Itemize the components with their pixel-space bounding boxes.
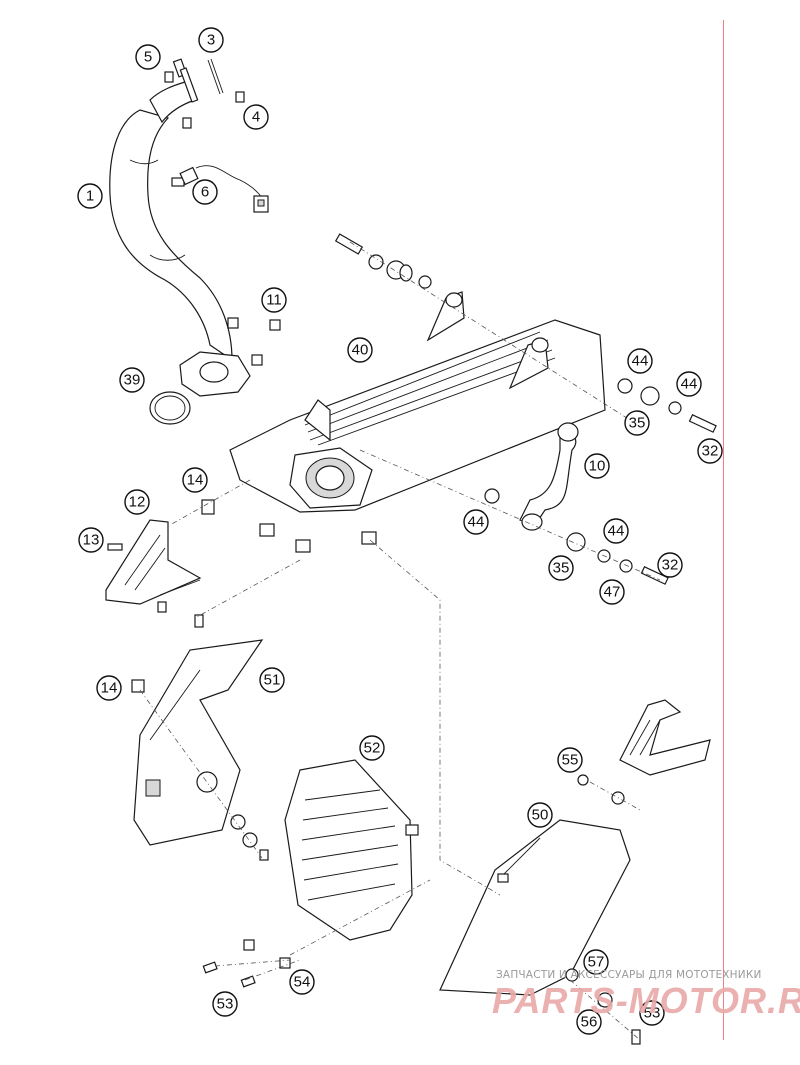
- svg-text:44: 44: [632, 353, 649, 370]
- side-cover-hardware: [230, 814, 269, 861]
- callout-35-b: 35: [548, 555, 574, 581]
- svg-text:44: 44: [608, 523, 625, 540]
- callout-5: 5: [135, 44, 161, 70]
- svg-text:13: 13: [83, 532, 100, 549]
- callout-39: 39: [119, 367, 145, 393]
- svg-text:55: 55: [562, 752, 579, 769]
- svg-text:53: 53: [217, 996, 234, 1013]
- callout-44-c: 44: [463, 509, 489, 535]
- watermark-logo: PARTS-MOTOR.RU: [492, 980, 800, 1021]
- svg-text:35: 35: [629, 415, 646, 432]
- callout-14-a: 14: [182, 467, 208, 493]
- callout-6: 6: [192, 179, 218, 205]
- svg-text:54: 54: [294, 974, 311, 991]
- callout-52: 52: [359, 735, 385, 761]
- callout-labels: 1 3 4 5 6 11 39 40 44 44 35 32 10 44 44 …: [77, 27, 723, 1035]
- svg-text:14: 14: [187, 472, 204, 489]
- svg-text:44: 44: [681, 376, 698, 393]
- lambda-sensor: [171, 165, 269, 213]
- svg-text:32: 32: [702, 443, 719, 460]
- callout-32-a: 32: [697, 438, 723, 464]
- page-edge-rule: [723, 20, 724, 1040]
- callout-47: 47: [599, 579, 625, 605]
- callout-50: 50: [527, 802, 553, 828]
- svg-text:40: 40: [352, 342, 369, 359]
- callout-14-b: 14: [96, 675, 122, 701]
- svg-text:11: 11: [266, 292, 282, 309]
- svg-text:35: 35: [553, 560, 570, 577]
- svg-text:12: 12: [129, 494, 146, 511]
- callout-13: 13: [78, 527, 104, 553]
- callout-40: 40: [347, 337, 373, 363]
- callout-53-b: 53: [212, 991, 238, 1017]
- side-cover: [131, 639, 264, 846]
- rear-bracket: [484, 422, 579, 531]
- svg-text:52: 52: [364, 740, 381, 757]
- callout-11: 11: [261, 287, 287, 313]
- rear-upper-bracket: [619, 699, 711, 776]
- watermark-caption: ЗАПЧАСТИ И АКСЕССУАРЫ ДЛЯ МОТОТЕХНИКИ: [496, 969, 762, 981]
- callout-32-b: 32: [657, 552, 683, 578]
- svg-text:57: 57: [588, 954, 605, 971]
- svg-text:14: 14: [101, 680, 118, 697]
- header-flange-parts: [164, 58, 245, 129]
- rear-mount-hardware-upper: [617, 378, 717, 433]
- header-pipe: [109, 81, 251, 397]
- svg-text:4: 4: [252, 109, 260, 126]
- svg-text:53: 53: [644, 1005, 661, 1022]
- clip-nuts: [259, 523, 377, 553]
- silencer-body: [229, 291, 606, 513]
- top-mount-hardware: [334, 233, 432, 289]
- callout-53-a: 53: [639, 1000, 665, 1026]
- callout-51: 51: [259, 667, 285, 693]
- svg-text:56: 56: [581, 1014, 598, 1031]
- svg-text:50: 50: [532, 807, 549, 824]
- callout-44-a: 44: [627, 348, 653, 374]
- exhaust-gasket: [149, 391, 191, 425]
- svg-text:5: 5: [144, 49, 152, 66]
- svg-text:6: 6: [201, 184, 209, 201]
- svg-text:51: 51: [264, 672, 281, 689]
- flange-nuts: [227, 317, 281, 366]
- leader-lines: [139, 241, 661, 1041]
- callout-1: 1: [77, 183, 103, 209]
- svg-text:39: 39: [124, 372, 141, 389]
- grille-hardware: [202, 939, 291, 988]
- svg-text:1: 1: [86, 188, 94, 205]
- svg-text:44: 44: [468, 514, 485, 531]
- callout-4: 4: [243, 104, 269, 130]
- callout-35-a: 35: [624, 410, 650, 436]
- callout-12: 12: [124, 489, 150, 515]
- callout-54: 54: [289, 969, 315, 995]
- svg-text:47: 47: [604, 584, 621, 601]
- svg-text:10: 10: [589, 458, 606, 475]
- heat-guard-grille: [284, 759, 419, 941]
- svg-text:32: 32: [662, 557, 679, 574]
- callout-44-d: 44: [603, 518, 629, 544]
- callout-56: 56: [576, 1009, 602, 1035]
- callout-57: 57: [583, 949, 609, 975]
- callout-55: 55: [557, 747, 583, 773]
- end-cap-cover: [439, 819, 631, 996]
- svg-text:3: 3: [207, 32, 215, 49]
- callout-10: 10: [584, 453, 610, 479]
- mount-plate: [105, 499, 215, 628]
- callout-3: 3: [198, 27, 224, 53]
- callout-44-b: 44: [676, 371, 702, 397]
